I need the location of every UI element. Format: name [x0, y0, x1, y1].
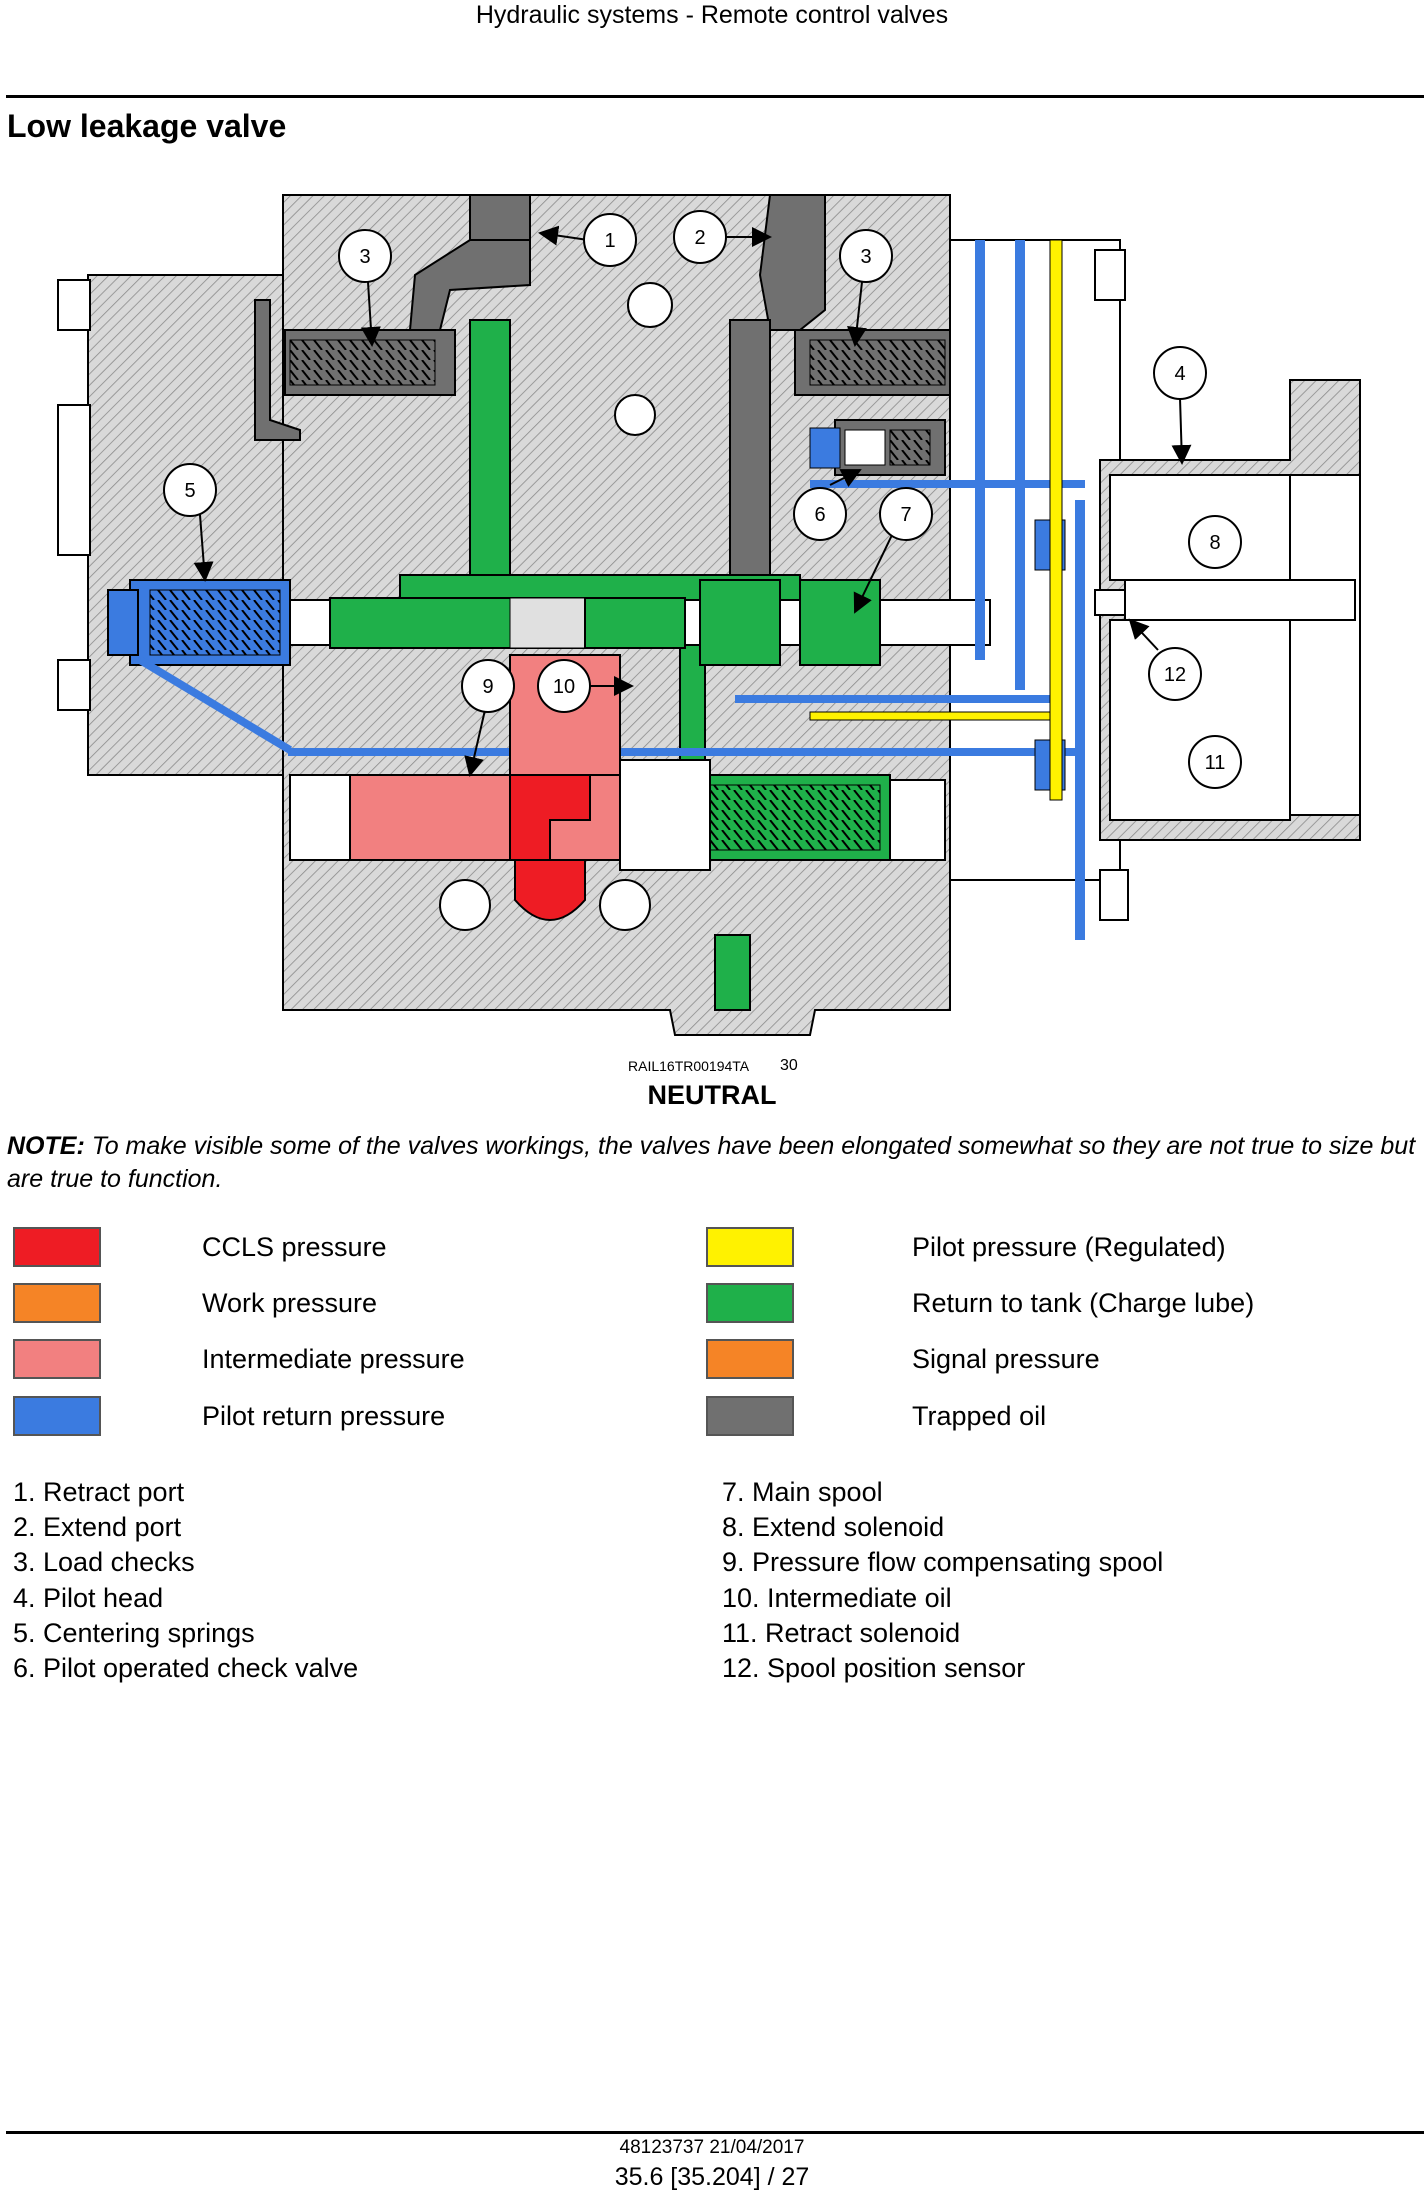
svg-text:7: 7	[900, 504, 911, 526]
callout-6	[793, 487, 847, 541]
legend-label-ccls: CCLS pressure	[202, 1232, 387, 1262]
callout-4	[1153, 346, 1207, 400]
part-item: 9. Pressure flow compensating spool	[722, 1547, 1164, 1578]
figure-number: 30	[780, 1057, 798, 1074]
callout-3-right	[839, 229, 893, 283]
legend-label-pilot-regulated: Pilot pressure (Regulated)	[912, 1232, 1226, 1262]
svg-text:6: 6	[814, 504, 825, 526]
part-item: 4. Pilot head	[13, 1582, 164, 1613]
svg-text:1: 1	[604, 230, 615, 252]
svg-text:12: 12	[1164, 664, 1186, 686]
part-item: 11. Retract solenoid	[722, 1617, 961, 1648]
svg-text:10: 10	[553, 676, 575, 698]
svg-text:5: 5	[184, 480, 195, 502]
note-label: NOTE:	[7, 1132, 85, 1160]
legend-label-return-tank: Return to tank (Charge lube)	[912, 1288, 1255, 1318]
legend-label-signal: Signal pressure	[912, 1344, 1100, 1374]
parts-list-left: 1. Retract port 2. Extend port 3. Load c…	[13, 1475, 358, 1686]
callout-1	[583, 213, 637, 267]
legend-swatch-intermediate	[13, 1339, 101, 1379]
legend-swatch-work	[13, 1283, 101, 1323]
parts-list-right: 7. Main spool 8. Extend solenoid 9. Pres…	[722, 1475, 1163, 1686]
footer-rule	[6, 2131, 1424, 2134]
svg-text:9: 9	[482, 676, 493, 698]
svg-text:8: 8	[1209, 532, 1220, 554]
callout-5	[163, 463, 217, 517]
callout-12	[1148, 647, 1202, 701]
svg-text:2: 2	[694, 227, 705, 249]
legend-swatch-return-tank	[706, 1283, 794, 1323]
legend-swatch-pilot-regulated	[706, 1227, 794, 1267]
section-title: Low leakage valve	[7, 108, 287, 144]
part-item: 5. Centering springs	[13, 1617, 255, 1648]
svg-text:3: 3	[860, 246, 871, 268]
callout-11	[1188, 735, 1242, 789]
part-item: 12. Spool position sensor	[722, 1653, 1026, 1684]
running-header: Hydraulic systems - Remote control valve…	[475, 1, 949, 29]
svg-text:11: 11	[1205, 752, 1226, 774]
part-item: 2. Extend port	[13, 1512, 182, 1543]
legend-label-intermediate: Intermediate pressure	[202, 1344, 465, 1374]
callout-2	[673, 210, 727, 264]
callout-9	[461, 659, 515, 713]
header-rule	[6, 95, 1424, 98]
part-item: 10. Intermediate oil	[722, 1582, 952, 1613]
legend-swatch-ccls	[13, 1227, 101, 1267]
legend-swatch-signal	[706, 1339, 794, 1379]
figure-id: RAIL16TR00194TA	[628, 1058, 750, 1074]
part-item: 8. Extend solenoid	[722, 1512, 945, 1543]
part-item: 6. Pilot operated check valve	[13, 1653, 359, 1684]
note-paragraph: NOTE: To make visible some of the valves…	[7, 1130, 1417, 1196]
part-item: 1. Retract port	[13, 1477, 185, 1507]
note-text: To make visible some of the valves worki…	[7, 1132, 1416, 1193]
footer-doc-id: 48123737 21/04/2017	[619, 2137, 805, 2158]
callout-8	[1188, 515, 1242, 569]
svg-text:4: 4	[1174, 363, 1185, 385]
valve-cross-section-diagram: 1 2 3 3 4 5 6 7 8 9 10 11 12	[57, 194, 1361, 1036]
part-item: 7. Main spool	[722, 1477, 883, 1507]
callout-3-left	[338, 229, 392, 283]
callout-7	[879, 487, 933, 541]
legend-label-trapped: Trapped oil	[912, 1401, 1047, 1431]
callout-10	[537, 659, 591, 713]
svg-text:3: 3	[359, 246, 370, 268]
footer-page-number: 35.6 [35.204] / 27	[614, 2163, 810, 2191]
legend-label-work: Work pressure	[202, 1288, 378, 1318]
figure-caption: NEUTRAL	[647, 1080, 777, 1110]
legend-swatch-pilot-return	[13, 1396, 101, 1436]
legend-label-pilot-return: Pilot return pressure	[202, 1401, 446, 1431]
part-item: 3. Load checks	[13, 1547, 195, 1578]
legend-swatch-trapped	[706, 1396, 794, 1436]
